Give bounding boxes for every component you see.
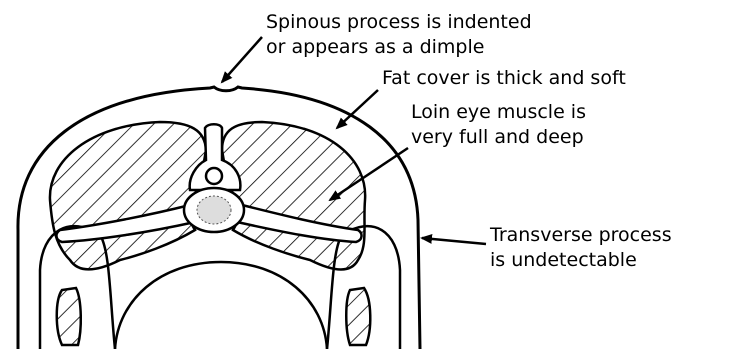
spinous-process-annotation: Spinous process is indented or appears a… <box>266 10 532 60</box>
cavity-arch <box>115 262 327 349</box>
fat-arrow <box>337 90 378 128</box>
transverse-process-annotation: Transverse process is undetectable <box>490 223 672 273</box>
fat-cover-annotation: Fat cover is thick and soft <box>382 66 626 91</box>
spinous-arrow <box>222 37 262 82</box>
fat-annotation-line1: Fat cover is thick and soft <box>382 66 626 91</box>
rib-left <box>57 288 81 345</box>
transverse-annotation-line1: Transverse process <box>490 223 672 248</box>
loin-annotation-line2: very full and deep <box>411 125 586 150</box>
transverse-annotation-line2: is undetectable <box>490 248 672 273</box>
spinous-annotation-line1: Spinous process is indented <box>266 10 532 35</box>
vertebral-body-core <box>197 196 231 224</box>
loin-annotation-line1: Loin eye muscle is <box>411 100 586 125</box>
spinous-annotation-line2: or appears as a dimple <box>266 35 532 60</box>
rib-right <box>346 288 370 345</box>
loin-eye-muscle-left <box>50 122 206 269</box>
vertebral-canal <box>206 168 222 184</box>
loin-eye-annotation: Loin eye muscle is very full and deep <box>411 100 586 150</box>
transverse-arrow <box>422 238 486 244</box>
loin-eye-muscle-right <box>222 122 365 269</box>
